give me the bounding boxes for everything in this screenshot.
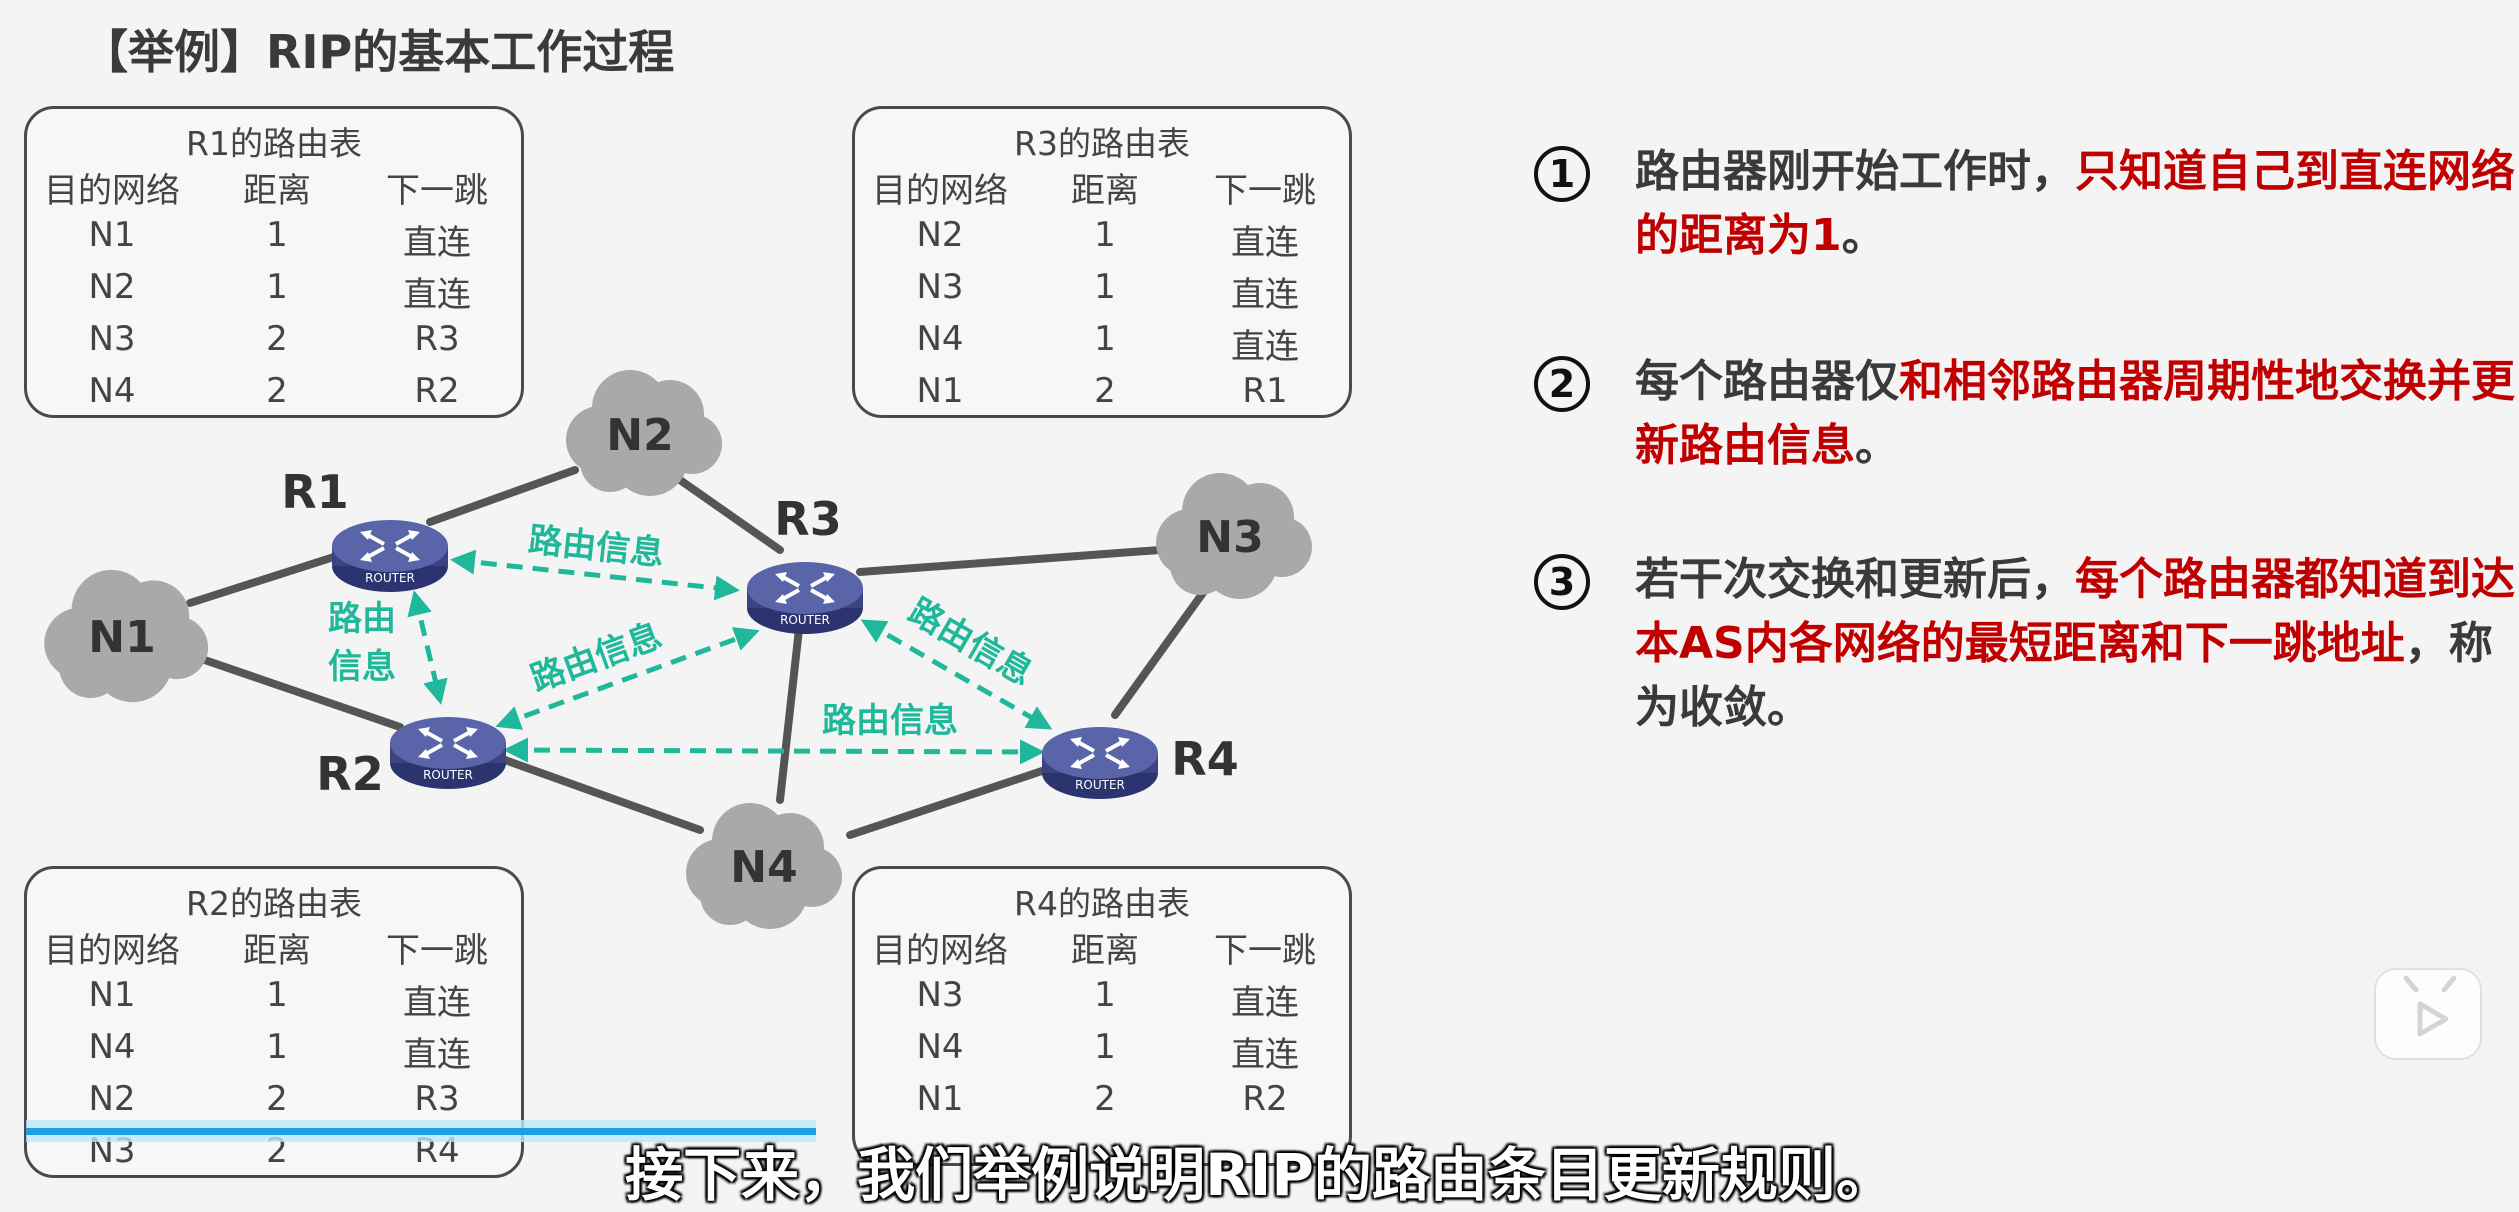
table-title: R2的路由表 [186, 884, 362, 923]
step-number: 2 [1534, 356, 1590, 412]
router-label-r2: R2 [316, 747, 383, 801]
network-label-n2: N2 [606, 410, 673, 461]
table-header: 目的网络距离下一跳 [44, 931, 488, 971]
table-header: 目的网络距离下一跳 [872, 931, 1316, 971]
step-text: 路由器刚开始工作时，只知道自己到直连网络的距离为1。 [1635, 146, 2515, 261]
progress-bar[interactable] [26, 1120, 816, 1142]
play-icon [2403, 975, 2457, 1037]
router-label-r4: R4 [1171, 732, 1238, 786]
message-arrow-r2-r3 [495, 627, 760, 730]
network-label-n3: N3 [1196, 512, 1263, 563]
step-text: 每个路由器仅和相邻路由器周期性地交换并更新路由信息。 [1635, 356, 2515, 471]
router-label-r1: R1 [281, 465, 348, 519]
play-button[interactable] [2374, 968, 2482, 1060]
router-label-r3: R3 [774, 492, 841, 546]
network-diagram: N1 N2 N3 N4 路由信息 路由 信息 路由信息 路由信息 路由信息 RO… [44, 370, 1312, 929]
table-title: R1的路由表 [186, 124, 362, 163]
network-label-n4: N4 [730, 842, 797, 893]
message-label: 路由 [328, 599, 396, 639]
progress-fill [26, 1128, 816, 1135]
table-title: R3的路由表 [1014, 124, 1190, 163]
message-label: 路由信息 [822, 701, 958, 741]
message-label: 路由信息 [525, 616, 666, 700]
message-arrow-r1-r3 [450, 549, 740, 601]
message-arrow-r3-r4 [860, 619, 1053, 730]
table-header: 目的网络距离下一跳 [872, 171, 1316, 211]
router-badge: ROUTER [365, 571, 415, 585]
router-badge: ROUTER [1075, 778, 1125, 792]
slide-title: 【举例】RIP的基本工作过程 [82, 25, 675, 79]
network-links [186, 466, 1209, 839]
step-number: 3 [1534, 554, 1590, 610]
router-badge: ROUTER [423, 768, 473, 782]
network-label-n1: N1 [88, 612, 155, 663]
message-arrow-r1-r2 [407, 590, 448, 705]
message-label: 路由信息 [526, 520, 665, 574]
table-header: 目的网络距离下一跳 [44, 171, 488, 211]
step-text: 若干次交换和更新后，每个路由器都知道到达本AS内各网络的最短距离和下一跳地址，称… [1635, 554, 2515, 733]
message-label: 信息 [328, 647, 396, 687]
router-badge: ROUTER [780, 613, 830, 627]
step-number: 1 [1534, 146, 1590, 202]
message-arrow-r2-r4 [503, 737, 1045, 765]
message-label: 路由信息 [902, 591, 1040, 694]
table-title: R4的路由表 [1014, 884, 1190, 923]
video-subtitle: 接下来，我们举例说明RIP的路由条目更新规则。 [625, 1141, 1894, 1209]
